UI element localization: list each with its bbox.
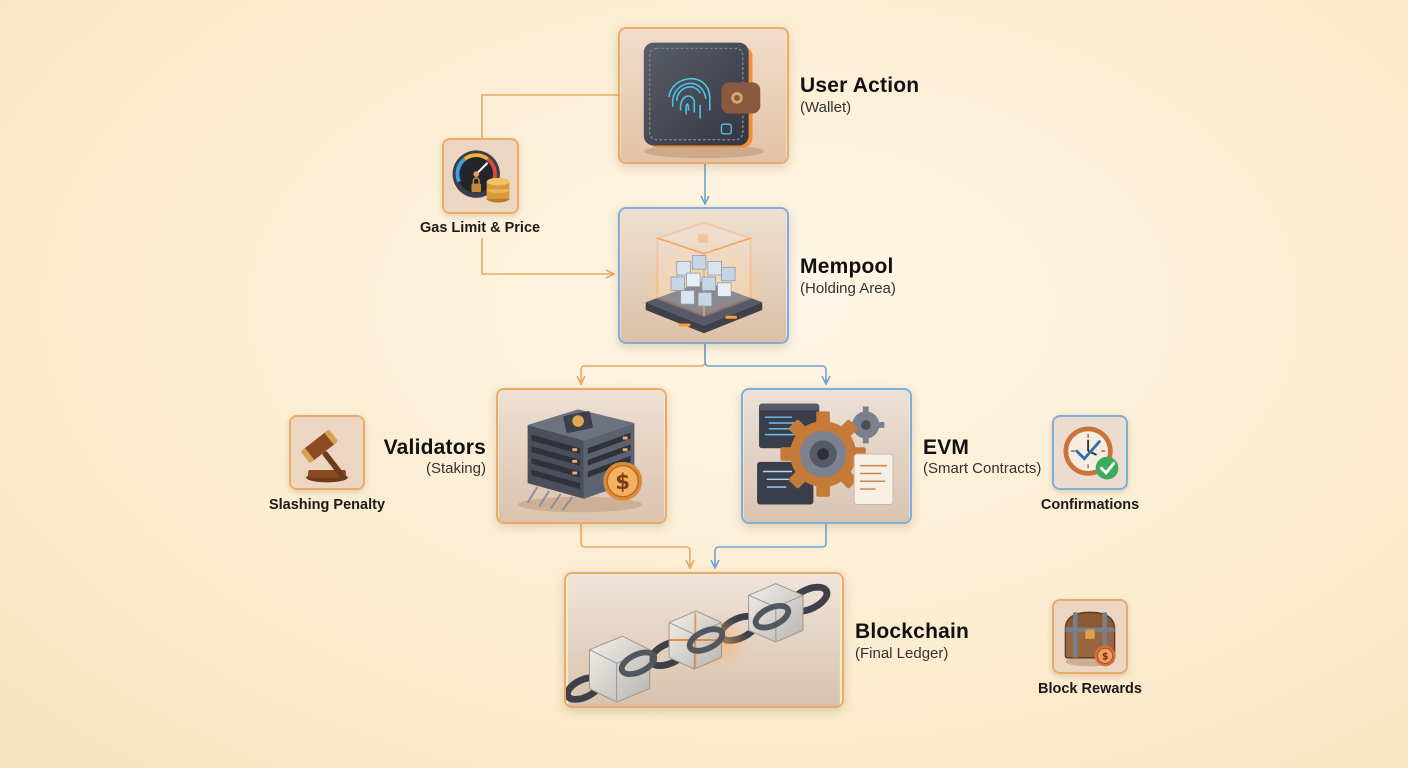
evm-title: EVM [923, 436, 969, 460]
wallet-subtitle: (Wallet) [800, 99, 851, 116]
mempool-card[interactable] [618, 207, 789, 344]
connector-mempool-to-validators [581, 344, 705, 384]
connector-wallet-to-gas [482, 95, 618, 138]
rewards-card[interactable]: $ [1052, 599, 1128, 674]
evm-card[interactable] [741, 388, 912, 524]
validators-card[interactable]: $ [496, 388, 667, 524]
wallet-card[interactable] [618, 27, 789, 164]
glass-box-cubes-icon [620, 209, 787, 342]
blockchain-subtitle: (Final Ledger) [855, 645, 948, 662]
chain-blocks-icon [566, 574, 842, 706]
wallet-title: User Action [800, 74, 919, 98]
connector-validators-to-blockchain [581, 524, 690, 568]
server-stack-icon: $ [498, 390, 665, 522]
mempool-subtitle: (Holding Area) [800, 280, 896, 297]
svg-text:$: $ [1102, 652, 1109, 663]
slashing-label: Slashing Penalty [262, 497, 392, 513]
wallet-fingerprint-icon [620, 29, 787, 162]
slashing-card[interactable] [289, 415, 365, 490]
connector-mempool-to-evm [705, 344, 826, 384]
gas-gauge-icon [444, 140, 517, 212]
confirmations-card[interactable] [1052, 415, 1128, 490]
blockchain-title: Blockchain [855, 620, 969, 644]
confirmations-label: Confirmations [1030, 497, 1150, 513]
gas-label: Gas Limit & Price [420, 220, 540, 236]
gear-code-icon [743, 390, 910, 522]
gavel-icon [291, 417, 363, 488]
connector-evm-to-blockchain [715, 524, 826, 568]
rewards-label: Block Rewards [1030, 681, 1150, 697]
connector-gas-to-mempool [482, 238, 614, 274]
treasure-chest-icon: $ [1054, 601, 1126, 672]
mempool-title: Mempool [800, 255, 894, 279]
evm-subtitle: (Smart Contracts) [923, 460, 1041, 477]
gas-card[interactable] [442, 138, 519, 214]
clock-check-icon [1054, 417, 1126, 488]
blockchain-card[interactable] [564, 572, 844, 708]
svg-text:$: $ [615, 470, 630, 495]
